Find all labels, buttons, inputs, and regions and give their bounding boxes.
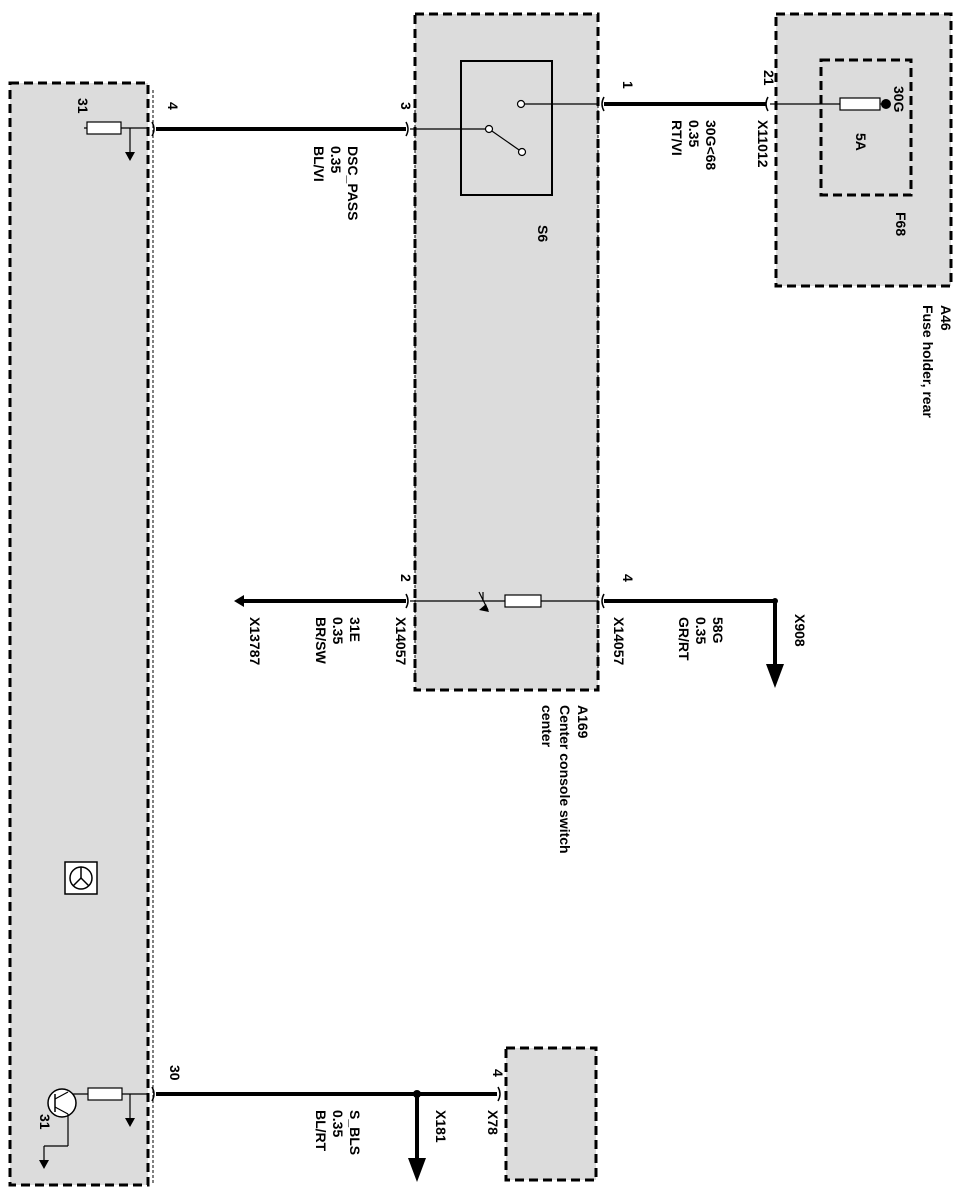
pin-4-left: 4 <box>165 102 181 110</box>
fuse-holder-name: Fuse holder, rear <box>920 305 936 418</box>
conn-x11012: X11012 <box>755 120 771 168</box>
module-x78-box <box>504 1046 598 1182</box>
transistor-30 <box>39 1087 148 1169</box>
junction-x181 <box>413 1090 421 1098</box>
wire-dsc-color: BL/VI <box>311 146 327 182</box>
wire-30g-size: 0.35 <box>686 120 702 147</box>
wire-30g-signal: 30G<68 <box>703 120 719 170</box>
pin-21: 21 <box>761 70 777 86</box>
pin-4-x78: 4 <box>490 1069 506 1077</box>
pin-1: 1 <box>620 81 636 89</box>
wire-dsc-size: 0.35 <box>328 146 344 173</box>
ground-arrow-x13787 <box>234 595 244 607</box>
pin-3: 3 <box>398 102 414 110</box>
fuse-inner-box <box>819 58 913 197</box>
wire-30g-color: RT/VI <box>669 120 685 156</box>
conn-x181: X181 <box>433 1110 449 1143</box>
wire-58g-color: GR/RT <box>676 617 692 661</box>
center-console-box <box>413 12 600 692</box>
switch-s6-box <box>460 60 553 196</box>
resistor-31-top <box>84 121 148 161</box>
conn-x13787: X13787 <box>247 617 263 665</box>
conn-x908: X908 <box>792 614 808 647</box>
fuse-rating: 5A <box>853 133 869 151</box>
wire-dsc-signal: DSC_PASS <box>345 146 361 220</box>
pin-31-top: 31 <box>75 98 91 114</box>
wire-58g <box>604 599 777 668</box>
arrow-x908 <box>766 664 784 688</box>
wire-31e-size: 0.35 <box>330 617 346 644</box>
pin-31-bottom: 31 <box>37 1114 53 1130</box>
pin-30: 30 <box>167 1065 183 1081</box>
pin-ticks <box>151 96 769 1102</box>
center-console-name-2: center <box>539 705 555 748</box>
center-console-code: A169 <box>575 705 591 739</box>
fuse-terminal: 30G <box>891 86 907 113</box>
fuse-holder-code: A46 <box>938 305 954 331</box>
switch-s6-label: S6 <box>535 225 551 242</box>
fuse-name: F68 <box>893 212 909 236</box>
pin-4-right: 4 <box>620 574 636 582</box>
fuse-f68-symbol <box>770 97 891 111</box>
control-unit-box <box>8 81 150 1187</box>
switch-s6-symbol <box>410 99 598 157</box>
conn-x78: X78 <box>485 1110 501 1135</box>
wire-58g-size: 0.35 <box>693 617 709 644</box>
wire-bls-size: 0.35 <box>330 1110 346 1137</box>
wire-bls-color: BL/RT <box>313 1110 329 1152</box>
wire-bls-signal: S_BLS <box>347 1110 363 1155</box>
wire-31e-color: BR/SW <box>313 617 329 664</box>
junction-x908 <box>772 598 778 604</box>
diagnosis-icon <box>64 861 98 895</box>
pin-2: 2 <box>398 574 414 582</box>
arrow-x181 <box>408 1158 426 1182</box>
center-console-name-1: Center console switch <box>557 705 573 854</box>
conn-x14057-right: X14057 <box>611 617 627 665</box>
wire-s-bls <box>156 1092 497 1160</box>
wire-31e-signal: 31E <box>347 617 363 642</box>
pot-31e-58g <box>410 591 598 612</box>
wire-58g-signal: 58G <box>710 617 726 644</box>
conn-x14057-left: X14057 <box>393 617 409 665</box>
